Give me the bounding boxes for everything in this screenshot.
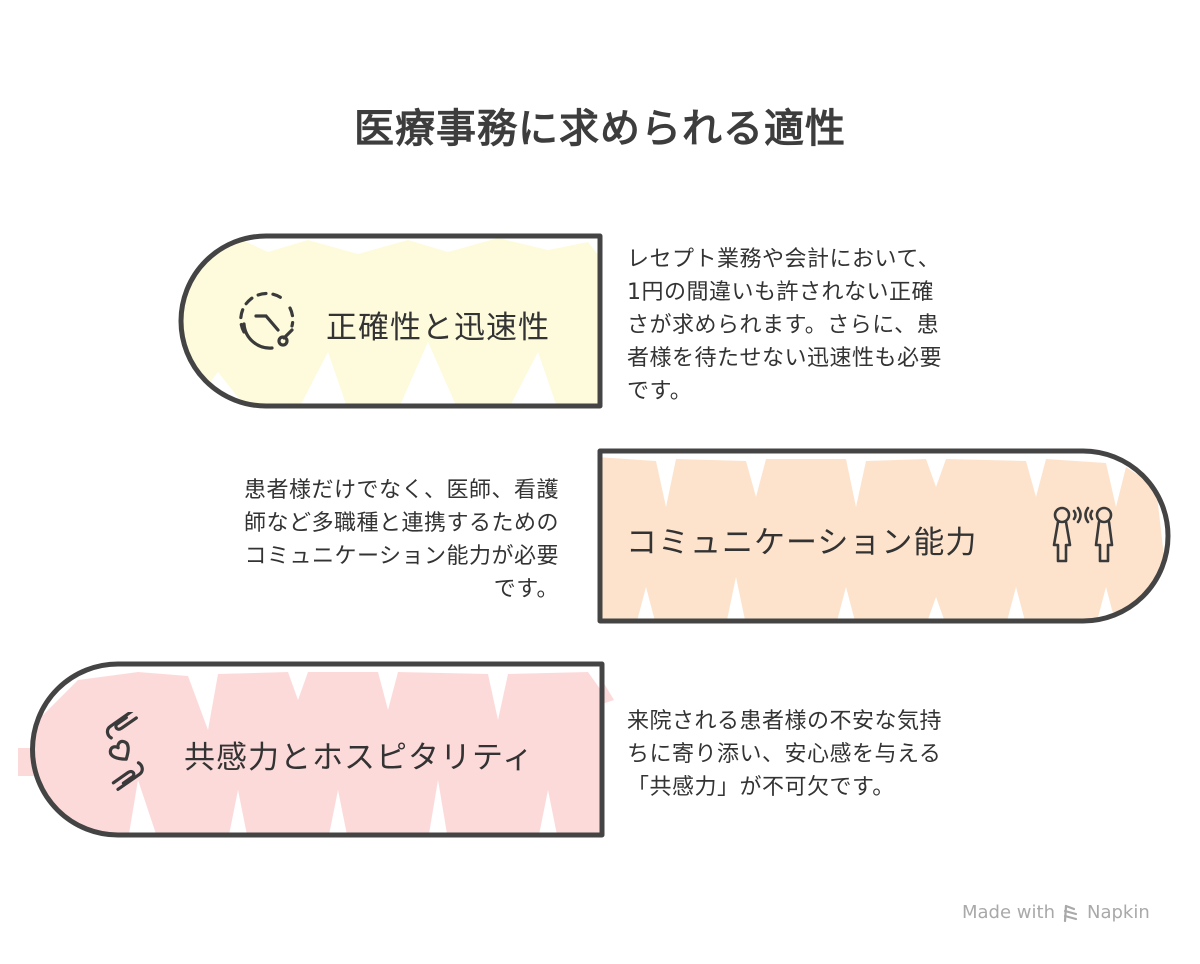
card-label: 正確性と迅速性: [326, 310, 550, 346]
description-empathy-hospitality: 来院される患者様の不安な気持 ちに寄り添い、安心感を与える 「共感力」が不可欠で…: [627, 705, 942, 804]
made-with-text: Made with: [962, 902, 1055, 923]
card-label: コミュニケーション能力: [626, 525, 978, 561]
card-shape: [178, 233, 603, 409]
stopwatch-icon: [234, 288, 300, 354]
card-label: 共感力とホスピタリティ: [184, 740, 535, 776]
description-line: レセプト業務や会計において、: [627, 247, 941, 272]
card-accuracy-speed: 正確性と迅速性: [178, 232, 604, 410]
description-line: ちに寄り添い、安心感を与える: [627, 742, 942, 767]
card-empathy-hospitality: 共感力とホスピタリティ: [18, 660, 614, 840]
description-line: 1円の間違いも許されない正確: [627, 280, 934, 305]
description-accuracy-speed: レセプト業務や会計において、 1円の間違いも許されない正確 さが求められます。さ…: [627, 243, 942, 408]
napkin-logo-icon: [1063, 904, 1078, 922]
napkin-brand-text: Napkin: [1086, 902, 1150, 923]
description-line: です。: [493, 577, 559, 602]
description-line: です。: [627, 379, 693, 404]
card-shape: [18, 661, 614, 838]
page-title: 医療事務に求められる適性: [354, 106, 846, 152]
description-line: さが求められます。さらに、患: [627, 313, 940, 338]
hands-heart-icon: [82, 709, 170, 792]
description-line: 「共感力」が不可欠です。: [627, 775, 895, 800]
made-with-napkin-badge[interactable]: Made with Napkin: [962, 902, 1150, 923]
description-line: 師など多職種と連携するための: [243, 511, 559, 536]
description-line: 来院される患者様の不安な気持: [627, 709, 943, 734]
description-line: 者様を待たせない迅速性も必要: [627, 346, 943, 371]
description-line: 患者様だけでなく、医師、看護: [243, 478, 559, 503]
card-shape: [597, 448, 1171, 624]
description-communication: 患者様だけでなく、医師、看護 師など多職種と連携するための コミュニケーション能…: [196, 474, 559, 606]
two-people-talking-icon: [1050, 503, 1122, 567]
description-line: コミュニケーション能力が必要: [244, 544, 559, 569]
card-communication: コミュニケーション能力: [596, 447, 1172, 625]
